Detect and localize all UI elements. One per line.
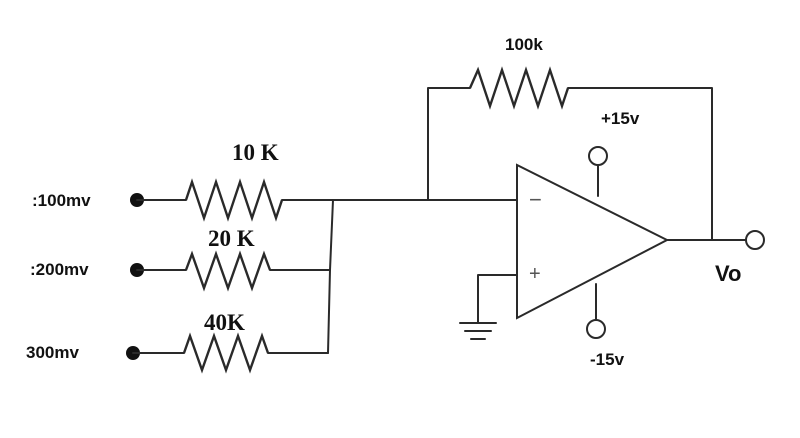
resistor-40k [182,332,270,374]
resistor-40k-label: 40K [204,310,245,335]
ground-icon [459,322,497,340]
resistor-10k [184,178,284,222]
summing-bus [327,199,334,354]
output-terminal [745,230,765,250]
input-2-voltage-label: :200mv [30,260,89,279]
resistor-10k-label: 10 K [232,140,279,165]
feedback-wire-left [427,87,471,201]
resistor-20k-label: 20 K [208,226,255,251]
output-label: Vo [715,261,741,286]
ground-wire [477,274,518,324]
resistor-20k [184,250,272,292]
input-1-voltage-label: :100mv [32,191,91,210]
input-3-voltage-label: 300mv [26,343,79,362]
negative-supply-terminal [586,319,606,339]
resistor-100k-feedback [468,66,570,110]
negative-supply-label: -15v [590,350,625,369]
positive-supply-label: +15v [601,109,640,128]
op-amp [516,163,670,320]
noninverting-input-sign: + [529,263,541,285]
resistor-100k-label: 100k [505,35,543,54]
inverting-input-sign: − [529,187,542,212]
positive-supply-terminal [588,146,608,166]
feedback-wire-right [567,87,713,241]
